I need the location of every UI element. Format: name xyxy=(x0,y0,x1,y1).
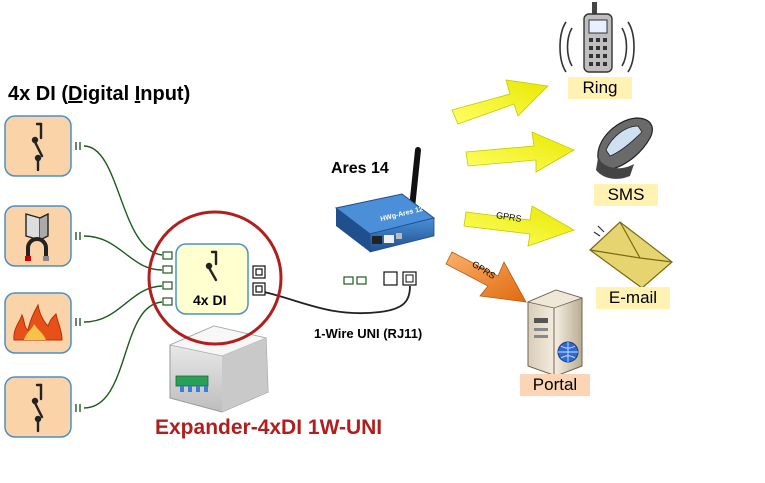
arrow-email xyxy=(463,205,575,247)
expander-highlight-circle xyxy=(147,210,283,346)
device-name: Ares 14 xyxy=(331,160,389,177)
envelope-icon xyxy=(589,221,673,289)
fire-icon xyxy=(13,303,63,341)
bus-label: 1-Wire UNI (RJ11) xyxy=(314,326,423,341)
title-i-letter: I xyxy=(134,83,141,105)
title-mid: igital xyxy=(82,83,135,105)
flip-phone-icon xyxy=(596,117,653,179)
input-tile-4 xyxy=(4,376,72,438)
title-prefix: 4x DI ( xyxy=(8,83,69,105)
arrow-sms xyxy=(465,131,575,173)
switch-icon xyxy=(31,383,44,433)
ares-device xyxy=(334,147,436,253)
output-label-sms: SMS xyxy=(594,184,658,206)
server-icon xyxy=(526,289,584,377)
output-label-portal: Portal xyxy=(520,374,590,396)
ares-connectors xyxy=(343,271,417,286)
expander-name: Expander-4xDI 1W-UNI xyxy=(155,416,383,439)
phone-icon xyxy=(559,2,635,73)
page-title: 4x DI (Digital Input) xyxy=(8,83,190,106)
title-d-letter: D xyxy=(68,83,83,105)
switch-icon xyxy=(205,250,218,282)
input-connectors xyxy=(75,142,81,412)
input-tile-2 xyxy=(4,205,72,267)
arrow-ring xyxy=(451,79,549,125)
module-terminals xyxy=(162,251,173,306)
output-label-email: E-mail xyxy=(596,287,670,309)
bus-cable xyxy=(263,285,411,315)
input-tile-1 xyxy=(4,115,72,177)
output-label-ring: Ring xyxy=(568,77,632,99)
arrow-portal xyxy=(445,251,527,303)
input-wires xyxy=(83,145,163,409)
module-label: 4x DI xyxy=(193,292,227,308)
input-tile-3 xyxy=(4,292,72,354)
switch-icon xyxy=(31,122,44,172)
module-tile xyxy=(175,243,249,315)
expander-photo xyxy=(168,325,269,413)
module-rj-ports xyxy=(252,265,266,296)
title-suffix: nput) xyxy=(140,83,191,105)
door-magnet-icon xyxy=(25,212,49,261)
